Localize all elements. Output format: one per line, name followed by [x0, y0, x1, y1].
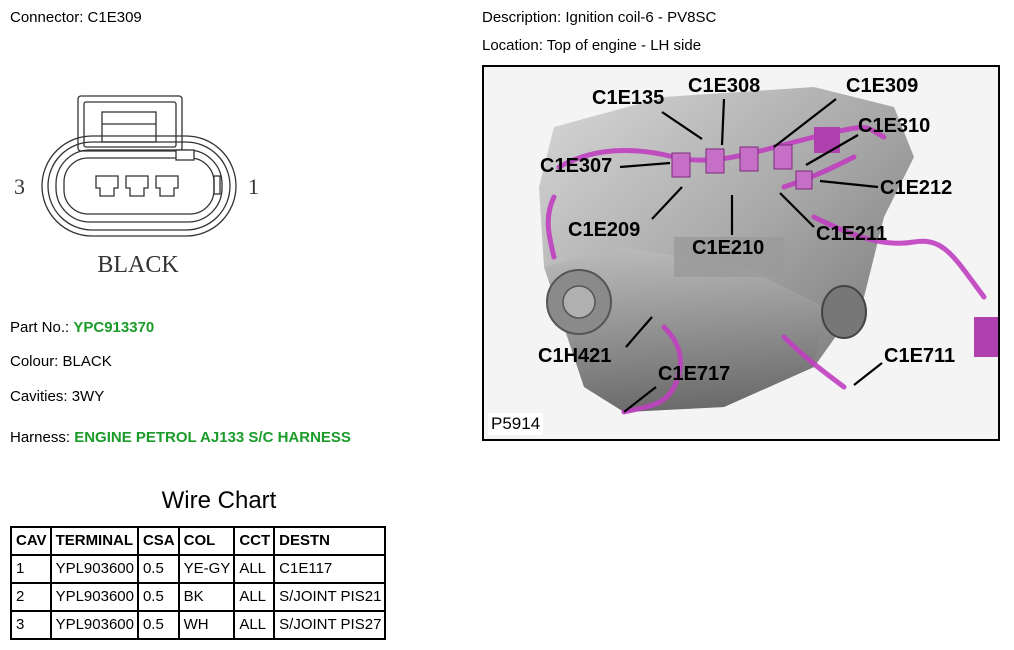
cell-destn: S/JOINT PIS27 — [273, 610, 387, 640]
callout-c1e711: C1E711 — [884, 345, 956, 367]
connector-value: C1E309 — [87, 9, 142, 26]
callout-c1e310: C1E310 — [858, 115, 931, 137]
col-header-cct: CCT — [233, 526, 276, 556]
description-value: Ignition coil-6 - PV8SC — [565, 9, 717, 26]
pin-label-1: 1 — [248, 174, 259, 199]
table-row: 1 YPL903600 0.5 YE-GY ALL C1E117 — [10, 554, 387, 584]
cell-terminal: YPL903600 — [49, 554, 139, 584]
col-header-terminal: TERMINAL — [49, 526, 139, 556]
cell-cct: ALL — [233, 582, 276, 612]
part-no-label: Part No.: — [10, 319, 70, 336]
cavities-value: 3WY — [71, 388, 105, 405]
image-reference-label: P5914 — [488, 413, 544, 435]
cell-cct: ALL — [233, 554, 276, 584]
location-value: Top of engine - LH side — [546, 37, 702, 54]
col-header-cav: CAV — [10, 526, 52, 556]
cell-col: WH — [177, 610, 236, 640]
cell-cav: 1 — [10, 554, 52, 584]
col-header-col: COL — [177, 526, 236, 556]
description-label: Description: — [482, 9, 562, 26]
cell-col: BK — [177, 582, 236, 612]
callout-c1e212: C1E212 — [880, 177, 953, 199]
cell-cct: ALL — [233, 610, 276, 640]
colour-label: Colour: — [10, 353, 59, 370]
connector-label: Connector: — [10, 9, 84, 26]
location-line: Location: Top of engine - LH side — [482, 37, 701, 55]
connector-face-diagram: 3 1 BLACK — [14, 95, 259, 278]
colour-value: BLACK — [62, 353, 112, 370]
cell-csa: 0.5 — [136, 582, 180, 612]
harness-link[interactable]: ENGINE PETROL AJ133 S/C HARNESS — [74, 429, 351, 446]
cavities-label: Cavities: — [10, 388, 68, 405]
engine-location-image: C1E135 C1E308 C1E309 C1E310 C1E307 C1E21… — [482, 65, 1000, 441]
cell-cav: 2 — [10, 582, 52, 612]
callout-c1h421: C1H421 — [538, 345, 612, 367]
location-label: Location: — [482, 37, 543, 54]
wire-chart-title: Wire Chart — [161, 487, 277, 514]
cell-col: YE-GY — [177, 554, 236, 584]
callout-c1e308: C1E308 — [688, 75, 761, 97]
connector-colour-caption: BLACK — [97, 252, 179, 278]
cell-csa: 0.5 — [136, 610, 180, 640]
description-line: Description: Ignition coil-6 - PV8SC — [482, 9, 716, 27]
part-no-link[interactable]: YPC913370 — [73, 319, 155, 336]
callout-c1e209: C1E209 — [568, 219, 641, 241]
table-row: 3 YPL903600 0.5 WH ALL S/JOINT PIS27 — [10, 610, 387, 640]
cavities-line: Cavities: 3WY — [10, 388, 104, 406]
pin-label-3: 3 — [14, 174, 25, 199]
callout-c1e211: C1E211 — [816, 223, 888, 245]
callout-c1e307: C1E307 — [540, 155, 613, 177]
colour-line: Colour: BLACK — [10, 353, 112, 371]
connector-line: Connector: C1E309 — [10, 9, 142, 27]
part-no-line: Part No.: YPC913370 — [10, 319, 154, 337]
harness-label: Harness: — [10, 429, 71, 446]
cell-destn: C1E117 — [273, 554, 387, 584]
cell-csa: 0.5 — [136, 554, 180, 584]
callout-c1e309: C1E309 — [846, 75, 919, 97]
callout-c1e135: C1E135 — [592, 87, 665, 109]
cell-cav: 3 — [10, 610, 52, 640]
cell-terminal: YPL903600 — [49, 582, 139, 612]
col-header-csa: CSA — [136, 526, 180, 556]
callout-c1e210: C1E210 — [692, 237, 765, 259]
harness-line: Harness: ENGINE PETROL AJ133 S/C HARNESS — [10, 429, 351, 447]
engine-illustration — [539, 87, 998, 415]
cell-destn: S/JOINT PIS21 — [273, 582, 387, 612]
table-header-row: CAV TERMINAL CSA COL CCT DESTN — [10, 526, 387, 556]
cell-terminal: YPL903600 — [49, 610, 139, 640]
callout-c1e717: C1E717 — [658, 363, 731, 385]
wire-chart-table: CAV TERMINAL CSA COL CCT DESTN 1 YPL9036… — [10, 526, 387, 640]
col-header-destn: DESTN — [273, 526, 387, 556]
table-row: 2 YPL903600 0.5 BK ALL S/JOINT PIS21 — [10, 582, 387, 612]
